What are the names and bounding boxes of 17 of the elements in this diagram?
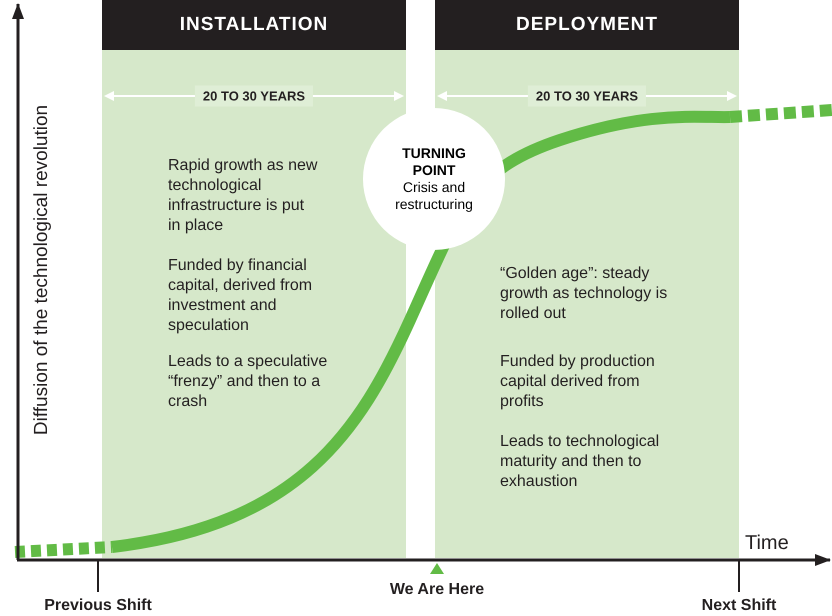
description-text: Funded by financial capital, derived from investment and speculation xyxy=(168,256,314,336)
axis-title: Time xyxy=(745,532,789,555)
dimension-label: 20 TO 30 YEARS xyxy=(528,86,646,106)
dimension-label: 20 TO 30 YEARS xyxy=(194,86,314,106)
circle-heading: TURNING POINT xyxy=(401,145,467,179)
description-text: Leads to technological maturity and then to exhaustion xyxy=(500,432,660,492)
description-text: “Golden age”: steady growth as technology is rolled out xyxy=(500,264,668,324)
tick-label: Next Shift xyxy=(702,597,776,615)
marker-label: We Are Here xyxy=(390,581,484,599)
description-text: Leads to a speculative “frenzy” and then to a crash xyxy=(168,352,328,412)
phase-heading: INSTALLATION xyxy=(102,0,406,50)
description-text: Funded by production capital derived from profits xyxy=(500,352,656,412)
axis-title: Diffusion of the technological revolution xyxy=(31,104,53,436)
description-text: Rapid growth as new technological infrastructure is put in place xyxy=(168,156,318,236)
phase-heading: DEPLOYMENT xyxy=(435,0,739,50)
circle-text: Crisis and restructuring xyxy=(394,179,474,213)
tick-label: Previous Shift xyxy=(44,597,152,615)
